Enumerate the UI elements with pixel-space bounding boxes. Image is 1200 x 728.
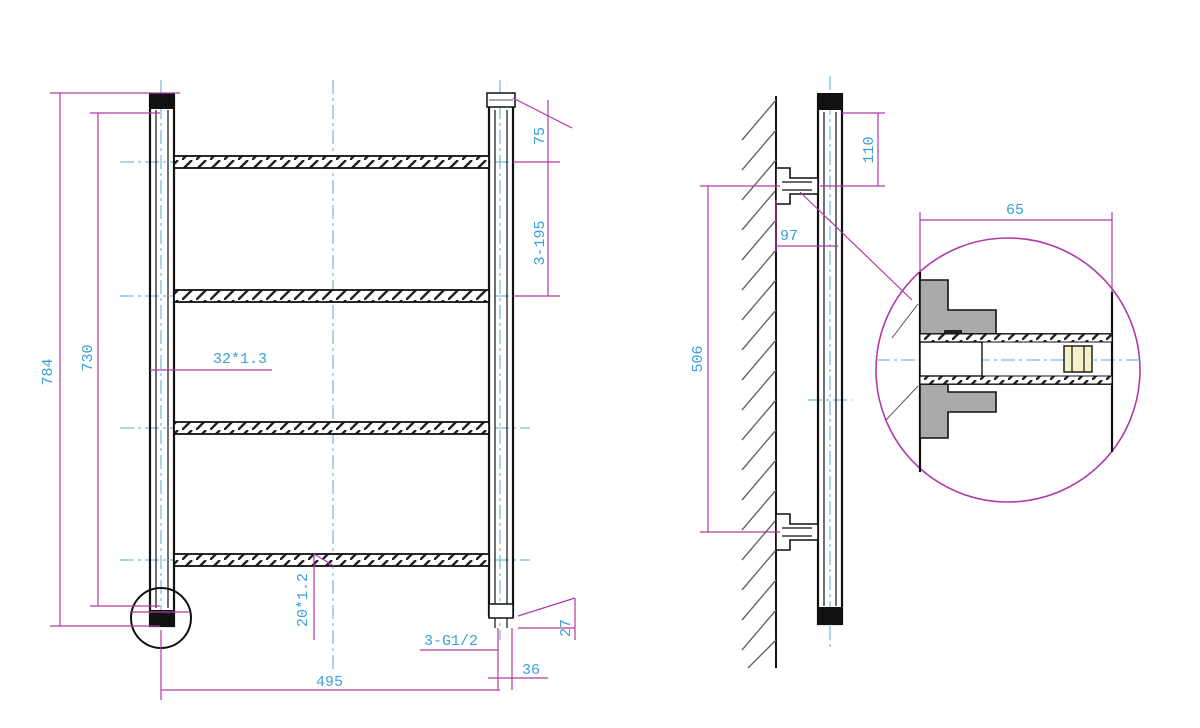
bar-tube-label: 20*1.2 [295,573,312,627]
detail-view: 65 [875,202,1141,503]
dim-65-label: 65 [1006,202,1024,219]
rail-tube-label: 32*1.3 [213,351,267,368]
dim-27: 27 [517,597,576,640]
right-rail [486,92,516,628]
dim-3-195-label: 3-195 [532,220,549,265]
dim-rail-tube: 32*1.3 [150,351,272,371]
detail-circle [875,237,1141,503]
dim-110-label: 110 [861,136,878,163]
heating-bar-1 [173,155,490,169]
side-view: 110 506 97 [690,76,913,669]
top-bracket [775,167,819,205]
heating-bar-2 [173,289,490,303]
thread-label: 3-G1/2 [424,633,478,650]
detail-screw [1063,345,1093,373]
dim-bar-tube: 20*1.2 [295,553,335,640]
left-rail-top-cap [149,93,175,109]
detail-bracket-lower [919,383,997,439]
dim-75: 75 [512,97,573,163]
dim-730-label: 730 [80,344,97,371]
dim-784: 784 [40,92,180,627]
detail-leader-line [799,191,913,301]
right-rail-tube [487,94,515,618]
dim-3-195: 3-195 [513,162,560,297]
wall [741,96,777,669]
dim-27-label: 27 [558,619,575,637]
dim-495-label: 495 [316,674,343,691]
heating-bar-3 [173,421,490,435]
left-rail-bottom-cap [149,610,175,626]
dim-36: 36 [488,662,548,679]
side-rail-bottom-cap [817,607,843,624]
dim-506: 506 [690,185,780,533]
dim-784-label: 784 [40,358,57,385]
dim-75-label: 75 [532,127,549,145]
left-rail [148,93,176,628]
dim-thread: 3-G1/2 [420,628,513,690]
side-rail-top-cap [817,93,843,110]
left-rail-tube [148,94,176,628]
dim-65: 65 [919,202,1113,292]
right-rail-bottom-valve [488,603,514,619]
dim-110: 110 [820,112,885,187]
dim-97-label: 97 [780,228,798,245]
heating-bar-4 [173,553,490,567]
dim-506-label: 506 [690,345,707,372]
dim-36-label: 36 [522,662,540,679]
dim-495: 495 [160,630,500,700]
front-view: 784 730 32*1.3 20*1.2 75 [40,80,576,700]
dim-97: 97 [775,200,838,252]
dim-730: 730 [80,112,160,607]
bottom-bracket [775,513,819,551]
